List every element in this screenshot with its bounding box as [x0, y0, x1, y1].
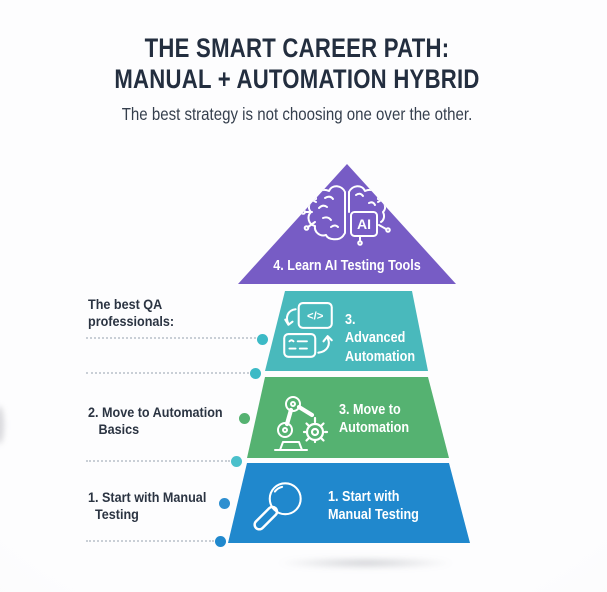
pyramid-level-advanced-automation: </> 3. Advanced Automation [265, 291, 428, 371]
leader-line-3 [86, 460, 230, 462]
leader-dot-4 [215, 536, 226, 547]
magnifier-icon [244, 474, 312, 540]
code-swap-icon: </> [282, 301, 334, 363]
page-title: THE SMART CAREER PATH: MANUAL + AUTOMATI… [53, 33, 540, 94]
leader-dot-3 [231, 456, 242, 467]
callout-start-with-manual-testing: 1. Start with Manual Testing [88, 489, 207, 523]
pyramid-level-manual-testing: 1. Start with Manual Testing [228, 463, 470, 543]
leader-line-2 [86, 372, 249, 374]
callout-dot-blue [219, 498, 230, 509]
leader-dot-2 [250, 368, 261, 379]
level-label-manual-testing: 1. Start with Manual Testing [328, 489, 419, 524]
code-glyph-text: </> [307, 311, 324, 323]
level-label-ai-tools: 4. Learn AI Testing Tools [273, 257, 421, 275]
ai-brain-icon: AI [300, 181, 392, 247]
pyramid-shadow [243, 555, 488, 571]
header: THE SMART CAREER PATH: MANUAL + AUTOMATI… [0, 33, 594, 125]
edge-shadow-artifact [0, 406, 4, 444]
leader-line-1 [86, 337, 256, 339]
leader-dot-1 [257, 334, 268, 345]
leader-line-4 [86, 540, 214, 542]
callout-dot-green [239, 413, 250, 424]
pyramid-level-ai-tools: AI 4. Learn AI Testing Tools [238, 164, 456, 284]
callout-best-qa-professionals: The best QA professionals: [88, 296, 175, 330]
title-line-2: MANUAL + AUTOMATION HYBRID [114, 63, 480, 94]
title-line-1: THE SMART CAREER PATH: [144, 33, 450, 63]
robot-arm-icon [262, 388, 332, 454]
page-subtitle: The best strategy is not choosing one ov… [121, 104, 473, 124]
level-label-advanced-automation: 3. Advanced Automation [345, 312, 416, 365]
callout-move-to-automation-basics: 2. Move to Automation Basics [88, 404, 223, 438]
level-label-move-to-automation: 3. Move to Automation [339, 402, 410, 437]
ai-label-text: AI [357, 216, 371, 232]
pyramid-level-move-to-automation: 3. Move to Automation [247, 377, 449, 458]
